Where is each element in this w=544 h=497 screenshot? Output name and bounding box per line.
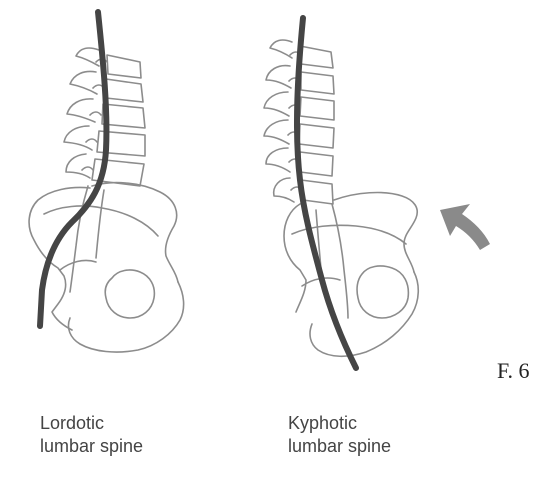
- obturator-foramen: [105, 270, 154, 318]
- spinous-process: [270, 40, 292, 58]
- lordotic-caption: Lordotic lumbar spine: [40, 412, 143, 458]
- facet: [82, 167, 93, 170]
- obturator-foramen: [357, 266, 408, 318]
- spinous-process: [264, 92, 289, 116]
- spinous-process: [264, 120, 289, 144]
- figure-label: F. 6: [497, 358, 529, 384]
- lordotic-caption-line1: Lordotic: [40, 412, 143, 435]
- sacrum: [70, 186, 88, 292]
- facet: [86, 139, 97, 142]
- vertebra: [299, 124, 334, 148]
- pubis: [60, 260, 96, 270]
- kyphotic-caption: Kyphotic lumbar spine: [288, 412, 391, 458]
- kyphotic-caption-line2: lumbar spine: [288, 435, 391, 458]
- kyphotic-curve-line: [297, 18, 356, 368]
- spinous-process: [266, 66, 291, 88]
- spinous-process: [64, 126, 92, 150]
- spinous-process: [70, 72, 97, 95]
- kyphotic-spine-illustration: [264, 40, 418, 356]
- vertebra: [300, 46, 333, 68]
- vertebra: [106, 79, 143, 102]
- sacrum-inner: [96, 190, 104, 258]
- spinous-process: [76, 48, 99, 66]
- lordotic-caption-line2: lumbar spine: [40, 435, 143, 458]
- iliac-crest: [92, 183, 178, 282]
- kyphotic-caption-line1: Kyphotic: [288, 412, 391, 435]
- lordotic-curve-line: [40, 12, 106, 326]
- spinous-process: [67, 99, 95, 122]
- vertebra: [300, 152, 333, 176]
- pelvis-outline: [284, 204, 306, 312]
- vertebra: [300, 97, 334, 120]
- vertebra: [301, 72, 334, 94]
- spinous-process: [66, 154, 90, 178]
- rotation-arrow-icon: [440, 204, 490, 250]
- vertebra: [107, 55, 141, 78]
- facet: [90, 112, 101, 115]
- spinous-process: [266, 148, 290, 172]
- iliac-crest: [334, 193, 417, 272]
- sacrum: [332, 204, 348, 318]
